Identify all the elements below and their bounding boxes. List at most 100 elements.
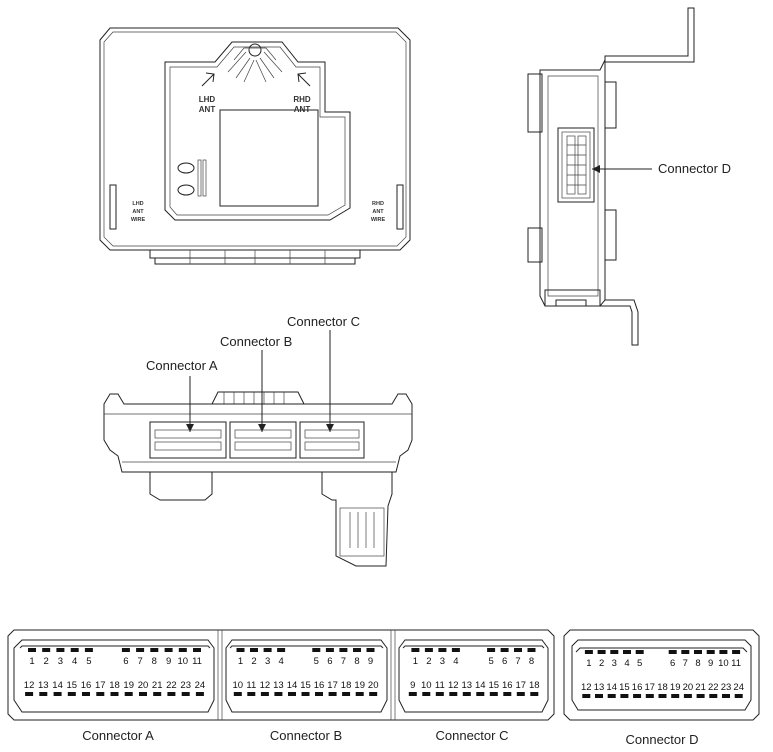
pin-label-d-3: 3 — [612, 658, 617, 669]
pin-label-b-8: 8 — [354, 656, 359, 667]
pin-label-c-13: 13 — [462, 680, 473, 691]
pin-bar-a-23 — [181, 692, 190, 696]
rhd-ant-wire-line3: WIRE — [371, 217, 386, 223]
pin-label-b-15: 15 — [300, 680, 311, 691]
pin-bar-a-21 — [153, 692, 162, 696]
pin-bar-a-4 — [70, 648, 79, 652]
pin-label-d-10: 10 — [718, 658, 729, 669]
pin-label-d-23: 23 — [721, 682, 732, 693]
pin-bar-b-16 — [315, 692, 323, 696]
pin-label-d-14: 14 — [606, 682, 617, 693]
pin-label-d-5: 5 — [637, 658, 642, 669]
pin-label-d-8: 8 — [695, 658, 700, 669]
pin-bar-c-15 — [489, 692, 498, 696]
pin-label-d-20: 20 — [683, 682, 694, 693]
pin-bar-d-24 — [734, 694, 743, 698]
pin-label-a-13: 13 — [38, 680, 49, 691]
pin-label-d-18: 18 — [657, 682, 668, 693]
pin-bar-a-6 — [121, 648, 130, 652]
pin-bar-b-7 — [339, 648, 348, 652]
pin-bar-c-14 — [476, 692, 485, 696]
pin-bar-b-5 — [312, 648, 321, 652]
pin-bar-c-3 — [438, 648, 447, 652]
pin-bar-a-9 — [164, 648, 173, 652]
pin-bar-b-11 — [247, 692, 256, 696]
callout-connector-a: Connector A — [146, 358, 218, 373]
pin-label-c-15: 15 — [489, 680, 500, 691]
pin-bar-a-11 — [193, 648, 201, 652]
pin-bar-d-14 — [607, 694, 616, 698]
rhd-ant-line1: RHD — [293, 95, 311, 104]
pin-label-b-12: 12 — [260, 680, 271, 691]
pin-label-a-10: 10 — [178, 656, 189, 667]
pin-label-c-16: 16 — [502, 680, 513, 691]
pin-bar-d-15 — [620, 694, 629, 698]
pin-bar-c-4 — [451, 648, 460, 652]
pin-label-a-21: 21 — [152, 680, 163, 691]
pin-label-b-4: 4 — [278, 656, 283, 667]
pin-label-c-18: 18 — [529, 680, 540, 691]
pin-bar-c-16 — [503, 692, 512, 696]
lhd-ant-line1: LHD — [199, 95, 216, 104]
pin-label-a-6: 6 — [123, 656, 128, 667]
pin-bar-d-23 — [722, 694, 730, 698]
pin-label-c-8: 8 — [529, 656, 534, 667]
pin-bar-b-20 — [369, 692, 378, 696]
pin-bar-c-7 — [514, 648, 522, 652]
pin-bar-a-15 — [67, 692, 76, 696]
pin-bar-b-13 — [274, 692, 283, 696]
pin-label-b-9: 9 — [368, 656, 373, 667]
lhd-ant-wire-line3: WIRE — [131, 217, 146, 223]
pin-label-b-5: 5 — [314, 656, 319, 667]
pin-label-a-17: 17 — [95, 680, 106, 691]
pin-bar-b-12 — [260, 692, 269, 696]
pin-label-c-10: 10 — [421, 680, 432, 691]
pin-bar-d-5 — [635, 650, 644, 654]
pin-label-d-24: 24 — [733, 682, 744, 693]
pin-bar-d-10 — [719, 650, 728, 654]
pin-label-b-20: 20 — [368, 680, 379, 691]
pin-bar-d-4 — [623, 650, 631, 654]
pin-bar-d-20 — [683, 694, 692, 698]
pin-bar-c-13 — [462, 692, 471, 696]
pin-label-d-4: 4 — [624, 658, 629, 669]
pin-bar-a-13 — [39, 692, 48, 696]
pin-bar-c-10 — [422, 692, 431, 696]
pin-bar-a-2 — [42, 648, 51, 652]
pin-label-d-6: 6 — [670, 658, 675, 669]
lhd-ant-wire-line2: ANT — [132, 209, 144, 215]
pin-label-a-4: 4 — [72, 656, 77, 667]
pin-bar-c-8 — [527, 648, 536, 652]
rhd-ant-wire-line1: RHD — [372, 201, 384, 207]
label-connector-b: Connector B — [270, 728, 342, 743]
label-connector-c: Connector C — [436, 728, 509, 743]
pin-bar-d-17 — [645, 694, 654, 698]
pin-label-a-24: 24 — [195, 680, 206, 691]
pin-label-d-12: 12 — [581, 682, 592, 693]
callout-connector-d: Connector D — [658, 161, 731, 176]
pin-bar-b-8 — [353, 648, 361, 652]
pin-label-a-8: 8 — [152, 656, 157, 667]
pin-label-d-13: 13 — [594, 682, 605, 693]
pin-bar-d-11 — [732, 650, 741, 654]
pin-label-a-7: 7 — [137, 656, 142, 667]
pin-bar-d-19 — [671, 694, 680, 698]
pin-bar-b-3 — [263, 648, 272, 652]
pin-bar-a-16 — [82, 692, 90, 696]
pin-bar-a-19 — [124, 692, 133, 696]
pin-label-a-19: 19 — [123, 680, 134, 691]
pin-label-b-6: 6 — [327, 656, 332, 667]
pin-bar-a-10 — [178, 648, 187, 652]
pin-label-b-16: 16 — [314, 680, 325, 691]
pin-label-a-22: 22 — [166, 680, 177, 691]
pin-bar-a-1 — [28, 648, 36, 652]
pin-bar-b-15 — [301, 692, 310, 696]
pin-label-a-2: 2 — [44, 656, 49, 667]
pin-bar-a-14 — [53, 692, 62, 696]
pin-label-c-11: 11 — [435, 680, 445, 691]
pin-label-d-11: 11 — [731, 658, 741, 669]
pin-bar-b-6 — [325, 648, 334, 652]
